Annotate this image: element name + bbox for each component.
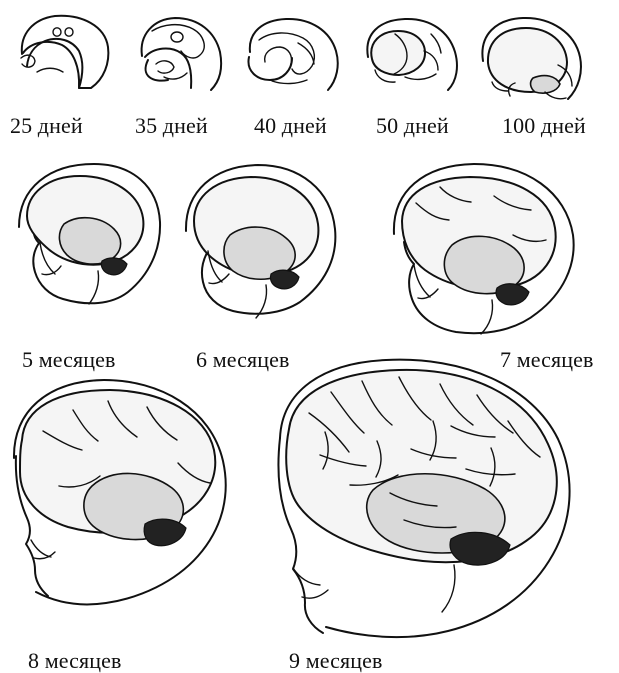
embryo-25-days-drawing — [21, 16, 108, 88]
label-40-days: 40 дней — [254, 115, 327, 137]
embryo-40-days-drawing — [249, 19, 338, 90]
label-25-days: 25 дней — [10, 115, 83, 137]
label-50-days: 50 дней — [376, 115, 449, 137]
label-9-months: 9 месяцев — [289, 650, 382, 672]
label-35-days: 35 дней — [135, 115, 208, 137]
embryo-35-days-drawing — [142, 18, 222, 90]
label-6-months: 6 месяцев — [196, 349, 289, 371]
fetus-7-months-drawing — [394, 164, 574, 334]
label-5-months: 5 месяцев — [22, 349, 115, 371]
label-7-months: 7 месяцев — [500, 349, 593, 371]
fetus-9-months-drawing — [278, 360, 569, 637]
label-8-months: 8 месяцев — [28, 650, 121, 672]
fetus-8-months-drawing — [14, 380, 226, 604]
embryo-100-days-drawing — [482, 18, 581, 99]
fetus-5-months-drawing — [19, 164, 160, 304]
fetus-6-months-drawing — [186, 165, 335, 318]
embryo-50-days-drawing — [367, 19, 457, 90]
label-100-days: 100 дней — [502, 115, 586, 137]
